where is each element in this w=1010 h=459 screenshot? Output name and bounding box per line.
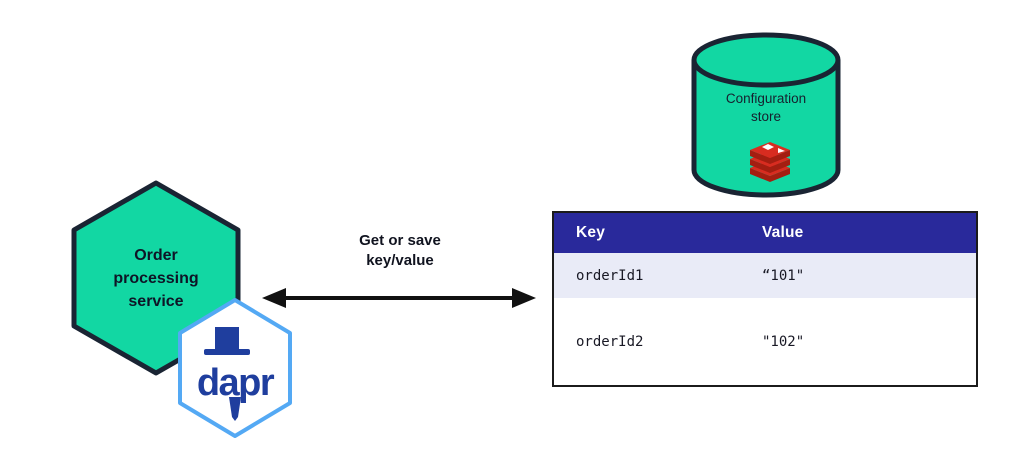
dapr-tie-icon <box>229 397 241 421</box>
table-header-key: Key <box>576 224 606 241</box>
order-processing-label-line2: processing <box>113 269 199 287</box>
configuration-store-cylinder <box>691 32 841 198</box>
key-value-table: Key Value orderId1 “101" orderId2 "102" <box>552 211 978 387</box>
arrowhead-left-icon <box>262 288 286 308</box>
arrow-label: Get or save key/value <box>300 231 500 271</box>
arrowhead-right-icon <box>512 288 536 308</box>
arrow-label-line2: key/value <box>366 252 434 269</box>
arrow-label-line1: Get or save <box>359 232 441 249</box>
table-row: orderId1 “101" <box>554 253 976 298</box>
table-cell-value: “101" <box>762 267 805 284</box>
table-cell-key: orderId2 <box>576 333 644 350</box>
order-processing-label: Order processing service <box>70 179 242 377</box>
table-header-value: Value <box>762 224 804 241</box>
order-processing-label-line3: service <box>128 292 184 310</box>
configuration-store-label: Configuration store <box>688 90 844 126</box>
configuration-store-label-line2: store <box>750 109 781 124</box>
table-header-row: Key Value <box>554 213 976 253</box>
order-processing-label-line1: Order <box>134 246 178 264</box>
table-cell-key: orderId1 <box>576 267 644 284</box>
table-row: orderId2 "102" <box>554 298 976 385</box>
configuration-store-label-line1: Configuration <box>725 91 807 106</box>
dapr-logo-badge: dapr <box>178 298 292 438</box>
dapr-hat-icon <box>204 327 250 355</box>
bidirectional-arrow <box>262 288 536 308</box>
redis-icon <box>750 142 790 182</box>
table-cell-value: "102" <box>762 333 805 350</box>
